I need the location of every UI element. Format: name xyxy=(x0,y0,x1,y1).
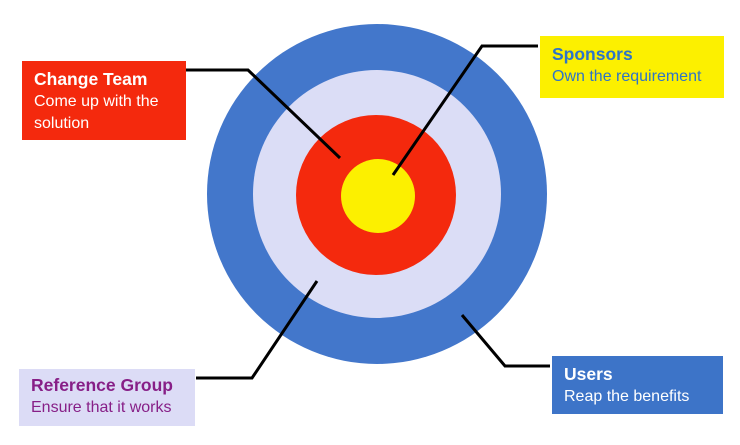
label-box-reference-group: Reference Group Ensure that it works xyxy=(19,369,195,426)
label-box-sponsors: Sponsors Own the requirement xyxy=(540,36,724,98)
connector-change-team xyxy=(186,68,342,160)
change-team-title: Change Team xyxy=(34,69,148,89)
reference-group-title: Reference Group xyxy=(31,375,173,395)
connector-sponsors xyxy=(391,44,538,176)
sponsors-title: Sponsors xyxy=(552,44,633,64)
label-box-users: Users Reap the benefits xyxy=(552,356,723,414)
sponsors-subtitle: Own the requirement xyxy=(552,68,702,85)
connector-reference-group xyxy=(196,280,319,380)
ring-sponsors-center xyxy=(341,159,415,233)
users-subtitle: Reap the benefits xyxy=(564,388,690,405)
label-box-change-team: Change Team Come up with the solution xyxy=(22,61,186,140)
reference-group-subtitle: Ensure that it works xyxy=(31,399,172,416)
change-team-subtitle: Come up with the solution xyxy=(34,93,159,132)
connector-users xyxy=(460,314,550,368)
users-title: Users xyxy=(564,364,613,384)
